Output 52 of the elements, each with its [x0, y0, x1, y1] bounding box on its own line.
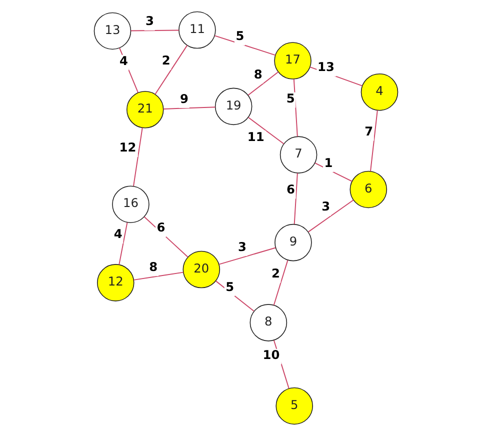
node-circle: 20	[182, 250, 220, 288]
edge-label: 3	[146, 14, 154, 28]
edge-label: 2	[162, 54, 170, 68]
node-circle: 17	[274, 42, 312, 80]
edge-label: 13	[318, 60, 334, 74]
connector	[273, 260, 288, 306]
node-circle: 7	[280, 136, 318, 174]
connector	[218, 247, 276, 265]
connector	[248, 71, 279, 96]
node-circle: 19	[214, 88, 252, 126]
connector	[133, 127, 143, 187]
edge-label: 1	[324, 156, 333, 170]
node-circle: 9	[274, 224, 312, 262]
edge-label: 3	[238, 240, 246, 254]
connector	[144, 216, 188, 258]
connector	[314, 162, 352, 182]
node-circle: 11	[178, 11, 216, 49]
connector	[370, 110, 378, 172]
node-circle: 13	[94, 12, 132, 50]
node-circle: 12	[96, 264, 134, 302]
node-circle: 5	[276, 387, 314, 425]
node-circle: 4	[360, 73, 398, 111]
connector	[248, 116, 284, 144]
connector	[162, 106, 216, 110]
edge-label: 6	[156, 220, 166, 235]
node-circle: 8	[250, 304, 288, 342]
edge-label: 9	[180, 92, 189, 106]
edge-label: 5	[236, 29, 244, 44]
edge-label: 11	[247, 130, 264, 144]
edge-label: 6	[286, 182, 296, 196]
edge-label: 3	[322, 200, 330, 214]
connector	[154, 44, 188, 95]
edge-label: 2	[271, 266, 280, 280]
edge-label: 5	[286, 91, 295, 106]
connector	[130, 30, 180, 32]
node-circle: 6	[350, 170, 388, 208]
connector	[293, 78, 298, 137]
edge-label: 8	[254, 67, 262, 82]
edge-label: 4	[119, 54, 128, 68]
edge-label: 8	[149, 260, 158, 274]
node-circle: 16	[112, 186, 150, 223]
connector	[118, 222, 128, 266]
edge-label: 7	[364, 124, 374, 138]
connector	[294, 172, 298, 225]
edge-label: 5	[226, 280, 234, 294]
connector	[214, 35, 276, 56]
connector	[133, 272, 184, 280]
connector	[310, 66, 363, 86]
node-circle: 21	[126, 91, 164, 128]
edge-label: 10	[262, 348, 280, 362]
edge-label: 12	[119, 140, 136, 155]
edge-label: 4	[114, 227, 122, 242]
